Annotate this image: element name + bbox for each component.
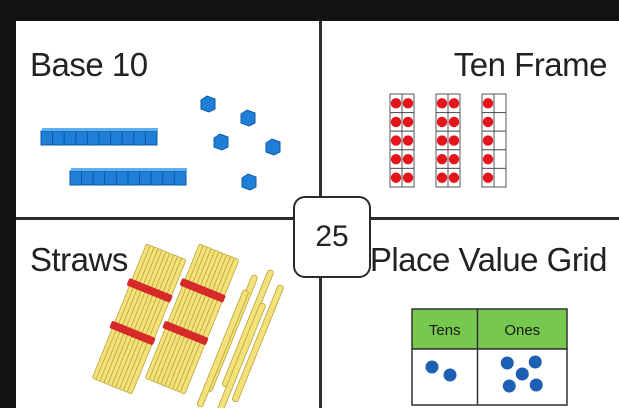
tens-rod [41,128,158,145]
ones-dot [503,380,516,393]
math-representations-board: Base 10 Ten Frame Straws Place Value Gri… [16,21,619,408]
unit-segment [93,171,105,185]
unit-segment [99,131,111,145]
ones-cube [241,110,255,126]
red-counter [403,173,413,183]
tens-header: Tens [429,322,461,339]
red-counter [391,154,401,164]
unit-segment [151,171,163,185]
tens-dot [426,361,439,374]
unit-segment [87,131,99,145]
red-counter [483,154,493,164]
ten-frame [436,94,460,187]
tens-dot [444,369,457,382]
ones-cube [242,174,256,190]
ones-cube [266,139,280,155]
center-number-box: 25 [293,196,371,278]
unit-segment [105,171,117,185]
ones-header: Ones [504,322,540,339]
rod-top-face [42,128,158,131]
unit-segment [82,171,94,185]
unit-segment [128,171,140,185]
base-10-blocks [16,21,319,217]
red-counter [483,117,493,127]
unit-segment [76,131,88,145]
ones-cube [214,134,228,150]
red-counter [403,98,413,108]
unit-segment [111,131,123,145]
frame-cell [494,113,506,132]
red-counter [391,117,401,127]
unit-segment [163,171,175,185]
red-counter [403,135,413,145]
unit-segment [134,131,146,145]
red-counter [437,98,447,108]
ones-dot [501,357,514,370]
red-counter [437,154,447,164]
frame-cell [494,131,506,150]
red-counter [483,98,493,108]
unit-segment [41,131,53,145]
ten-frames [322,21,619,217]
ten-frame [482,94,506,187]
ones-cube [201,96,215,112]
red-counter [403,117,413,127]
unit-segment [140,171,152,185]
red-counter [449,135,459,145]
unit-segment [145,131,157,145]
unit-segment [64,131,76,145]
center-number: 25 [315,220,348,254]
red-counter [437,173,447,183]
straw-bundles [16,220,319,408]
red-counter [483,173,493,183]
red-counter [437,117,447,127]
red-counter [449,98,459,108]
unit-segment [70,171,82,185]
ten-frame [390,94,414,187]
ones-dot [516,368,529,381]
ones-dot [529,356,542,369]
red-counter [449,154,459,164]
red-counter [391,135,401,145]
frame-cell [494,94,506,113]
rod-top-face [71,168,187,171]
ones-dot [530,379,543,392]
frame-cell [494,168,506,187]
red-counter [403,154,413,164]
red-counter [391,98,401,108]
unit-segment [116,171,128,185]
red-counter [437,135,447,145]
unit-segment [174,171,186,185]
tens-rod [70,168,187,185]
red-counter [449,173,459,183]
red-counter [391,173,401,183]
grid-body [412,349,567,405]
unit-segment [122,131,134,145]
red-counter [483,135,493,145]
unit-segment [53,131,65,145]
frame-cell [494,150,506,169]
red-counter [449,117,459,127]
